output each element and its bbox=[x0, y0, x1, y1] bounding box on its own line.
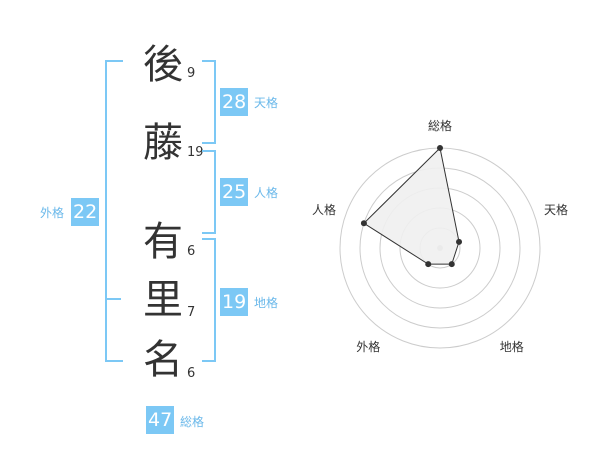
radar-point bbox=[425, 261, 432, 268]
radar-axis-label: 外格 bbox=[356, 339, 381, 354]
gaikaku-bracket bbox=[105, 60, 123, 362]
soukaku-label: 総格 bbox=[180, 415, 205, 429]
tenkaku-value: 28 bbox=[220, 88, 249, 116]
stroke-count-5: 6 bbox=[187, 366, 196, 381]
tenkaku-label: 天格 bbox=[254, 96, 279, 110]
radar-point bbox=[456, 238, 463, 245]
chikaku-bracket bbox=[202, 238, 216, 362]
radar-point bbox=[448, 261, 455, 268]
name-char-1: 後 bbox=[143, 42, 183, 88]
jinkaku-label: 人格 bbox=[254, 186, 279, 200]
stroke-count-2: 19 bbox=[187, 145, 204, 160]
name-char-3: 有 bbox=[143, 219, 183, 265]
gaikaku-bracket-tick bbox=[105, 298, 121, 300]
gaikaku-label: 外格 bbox=[40, 206, 65, 220]
name-char-5: 名 bbox=[143, 337, 183, 383]
stroke-count-1: 9 bbox=[187, 66, 196, 81]
jinkaku-value: 25 bbox=[220, 178, 249, 206]
radar-axis-label: 人格 bbox=[311, 203, 336, 218]
radar-area bbox=[363, 146, 460, 265]
jinkaku-bracket bbox=[202, 150, 216, 234]
radar-axis-label: 地格 bbox=[499, 339, 524, 354]
gaikaku-value: 22 bbox=[71, 198, 100, 226]
radar-point bbox=[437, 145, 443, 151]
chikaku-label: 地格 bbox=[254, 296, 279, 310]
soukaku-value: 47 bbox=[146, 406, 175, 434]
name-char-2: 藤 bbox=[143, 120, 183, 166]
radar-point bbox=[360, 220, 367, 227]
radar-axis-label: 総格 bbox=[427, 119, 452, 133]
radar-axis-label: 天格 bbox=[544, 203, 569, 218]
tenkaku-bracket bbox=[202, 60, 216, 144]
stroke-count-4: 7 bbox=[187, 305, 196, 320]
chikaku-value: 19 bbox=[220, 288, 249, 316]
name-char-4: 里 bbox=[143, 277, 183, 323]
stroke-count-3: 6 bbox=[187, 244, 196, 259]
radar-points bbox=[360, 145, 463, 268]
